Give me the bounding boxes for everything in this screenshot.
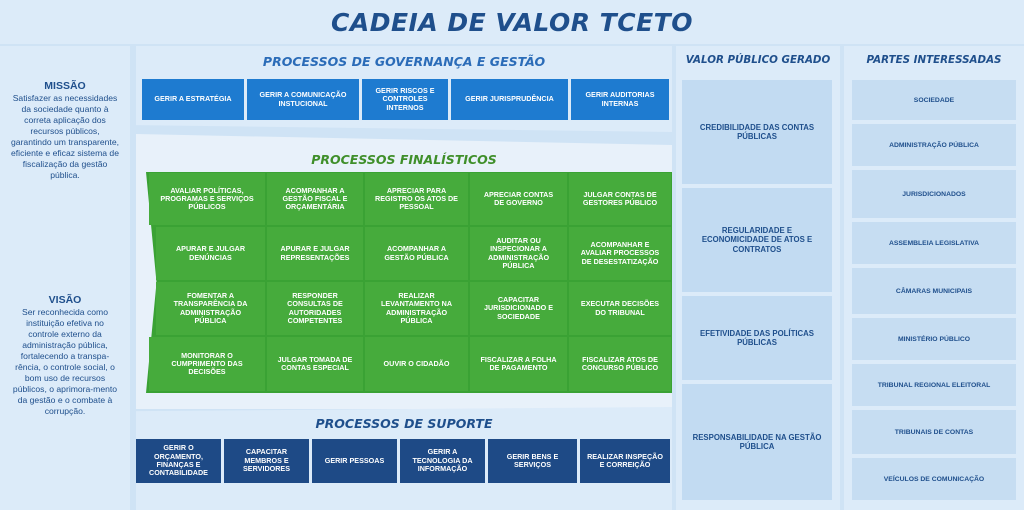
finalistic-process: APURAR E JULGAR DENÚNCIAS [156,227,265,280]
finalistic-process: JULGAR CONTAS DE GESTORES PÚBLICO [569,173,671,225]
vision-block: VISÃO Ser reconhecida como instituição e… [10,294,120,417]
finalistic-process: ACOMPANHAR E AVALIAR PROCESSOS DE DESEST… [569,227,671,280]
support-process: REALIZAR INSPEÇÃO E CORREIÇÃO [580,439,670,483]
finalistic-process: ACOMPANHAR A GESTÃO PÚBLICA [365,227,468,280]
finalistic-process: OUVIR O CIDADÃO [365,337,468,391]
governance-process: GERIR A COMUNICAÇÃO INSTUCIONAL [247,79,359,120]
governance-process: GERIR RISCOS E CONTROLES INTERNOS [362,79,448,120]
public-value-item: CREDIBILIDADE DAS CONTAS PÚBLICAS [682,80,832,184]
governance-process: GERIR AUDITORIAS INTERNAS [571,79,669,120]
stakeholder-item: CÂMARAS MUNICIPAIS [852,268,1016,314]
process-area: PROCESSOS DE GOVERNANÇA E GESTÃO GERIR A… [136,46,672,510]
mission-vision-panel: MISSÃO Satisfazer as necessidades da soc… [0,46,130,510]
finalistic-process: CAPACITAR JURISDICIONADO E SOCIEDADE [470,282,567,335]
public-value-item: REGULARIDADE E ECONOMICIDADE DE ATOS E C… [682,188,832,292]
public-value-panel: VALOR PÚBLICO GERADO CREDIBILIDADE DAS C… [676,46,840,510]
finalistic-process: JULGAR TOMADA DE CONTAS ESPECIAL [267,337,363,391]
public-value-title: VALOR PÚBLICO GERADO [685,54,831,66]
finalistic-process: FISCALIZAR A FOLHA DE PAGAMENTO [470,337,567,391]
finalistic-process: MONITORAR O CUMPRIMENTO DAS DECISÕES [149,337,265,391]
governance-title: PROCESSOS DE GOVERNANÇA E GESTÃO [262,54,546,69]
support-process: CAPACITAR MEMBROS E SERVIDORES [224,439,309,483]
governance-process: GERIR JURISPRUDÊNCIA [451,79,568,120]
support-title: PROCESSOS DE SUPORTE [315,416,493,431]
support-process: GERIR BENS E SERVIÇOS [488,439,577,483]
page-title: CADEIA DE VALOR TCETO [331,7,693,37]
title-bar: CADEIA DE VALOR TCETO [0,0,1024,44]
finalistic-process: FOMENTAR A TRANSPARÊNCIA DA ADMINISTRAÇÃ… [156,282,265,335]
mission-block: MISSÃO Satisfazer as necessidades da soc… [10,80,120,181]
finalistic-process: AVALIAR POLÍTICAS, PROGRAMAS E SERVIÇOS … [149,173,265,225]
finalistic-process: ACOMPANHAR A GESTÃO FISCAL E ORÇAMENTÁRI… [267,173,363,225]
finalistic-process: APRECIAR PARA REGISTRO OS ATOS DE PESSOA… [365,173,468,225]
finalistic-process: APURAR E JULGAR REPRESENTAÇÕES [267,227,363,280]
stakeholder-item: ASSEMBLEIA LEGISLATIVA [852,222,1016,264]
governance-process: GERIR A ESTRATÉGIA [142,79,244,120]
public-value-item: RESPONSABILIDADE NA GESTÃO PÚBLICA [682,384,832,500]
stakeholder-item: SOCIEDADE [852,80,1016,120]
stakeholder-item: VEÍCULOS DE COMUNICAÇÃO [852,458,1016,500]
vision-heading: VISÃO [48,294,82,306]
stakeholder-item: TRIBUNAIS DE CONTAS [852,410,1016,454]
stakeholder-item: JURISDICIONADOS [852,170,1016,218]
stakeholder-item: MINISTÉRIO PÚBLICO [852,318,1016,360]
stakeholder-item: ADMINISTRAÇÃO PÚBLICA [852,124,1016,166]
support-process: GERIR PESSOAS [312,439,397,483]
support-process: GERIR O ORÇAMENTO, FINANÇAS E CONTABILID… [136,439,221,483]
finalistic-process: REALIZAR LEVANTAMENTO NA ADMINISTRAÇÃO P… [365,282,468,335]
stakeholder-item: TRIBUNAL REGIONAL ELEITORAL [852,364,1016,406]
public-value-item: EFETIVIDADE DAS POLÍTICAS PÚBLICAS [682,296,832,380]
support-process: GERIR A TECNOLOGIA DA INFORMAÇÃO [400,439,485,483]
mission-heading: MISSÃO [44,80,86,92]
stakeholders-title: PARTES INTERESSADAS [866,54,1002,66]
finalistic-process: EXECUTAR DECISÕES DO TRIBUNAL [569,282,671,335]
finalistic-process: AUDITAR OU INSPECIONAR A ADMINISTRAÇÃO P… [470,227,567,280]
finalistic-process: FISCALIZAR ATOS DE CONCURSO PÚBLICO [569,337,671,391]
vision-text: Ser reconhecida como instituição efetiva… [12,307,118,416]
finalistic-title: PROCESSOS FINALÍSTICOS [311,152,497,167]
mission-text: Satisfazer as necessidades da sociedade … [11,93,119,180]
stakeholders-panel: PARTES INTERESSADAS SOCIEDADE ADMINISTRA… [844,46,1024,510]
finalistic-process: RESPONDER CONSULTAS DE AUTORIDADES COMPE… [267,282,363,335]
finalistic-process: APRECIAR CONTAS DE GOVERNO [470,173,567,225]
